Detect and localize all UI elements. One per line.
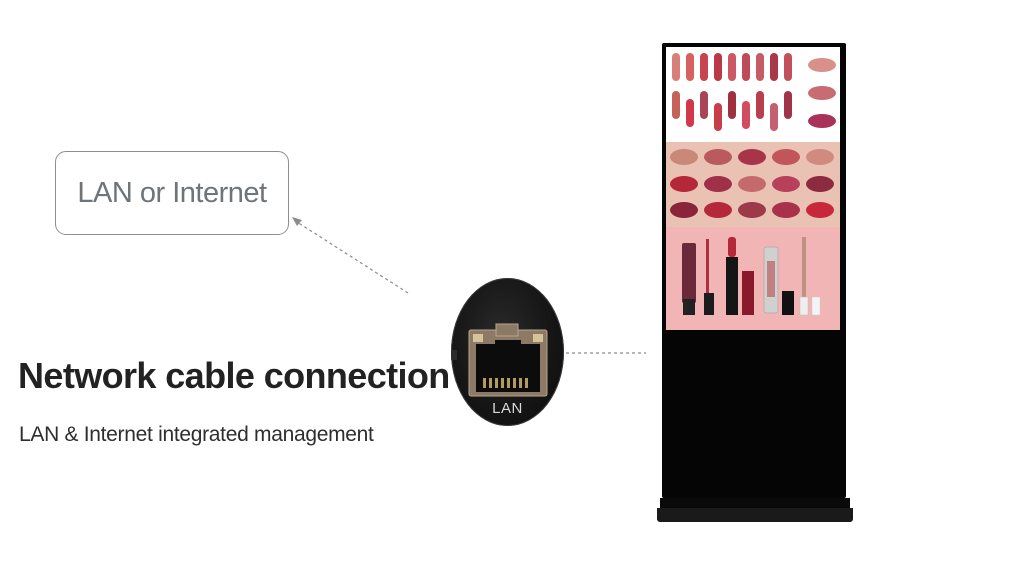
product-lineup <box>682 237 821 316</box>
cosmetics-advert-image <box>666 47 840 330</box>
kiosk-base-top <box>660 498 850 510</box>
callout-box: LAN or Internet <box>55 151 289 235</box>
rj45-port-icon <box>451 289 548 397</box>
diagonal-dashed-line <box>296 221 409 294</box>
lan-port-zoom: LAN <box>451 278 564 426</box>
callout-text: LAN or Internet <box>77 176 267 209</box>
arrow-head-icon <box>292 217 302 226</box>
lipstick-rows <box>672 53 836 131</box>
kiosk-screen <box>666 47 840 330</box>
lips-grid <box>670 149 834 218</box>
page-title: Network cable connection <box>18 355 450 396</box>
page-subtitle: LAN & Internet integrated management <box>19 423 374 446</box>
kiosk-base <box>657 508 853 522</box>
lan-port-label: LAN <box>492 400 523 417</box>
